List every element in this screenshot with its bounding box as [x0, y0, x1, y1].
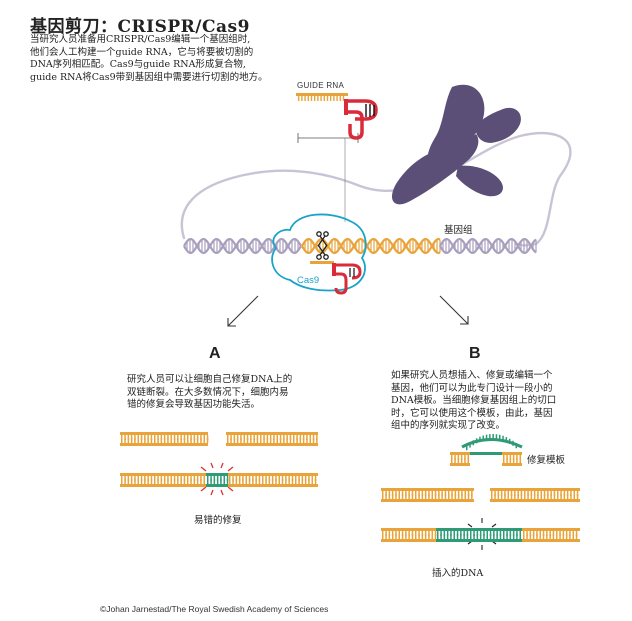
genome-dna-helix [183, 237, 537, 255]
panel-b-text-4: 时，它可以使用这个模板，由此，基因 [391, 407, 553, 419]
panel-a-text-2: 双链断裂。在大多数情况下，细胞内易 [127, 386, 289, 398]
chromosome-icon [391, 84, 521, 205]
broken-dna [381, 488, 580, 502]
credit-line: ©Johan Jarnestad/The Royal Swedish Acade… [100, 604, 329, 614]
scissors-icon [316, 231, 329, 247]
panel-b-text-2: 基因，他们可以为此专门设计一段小的 [391, 382, 553, 394]
panel-b-caption: 插入的DNA [432, 568, 484, 579]
repaired-dna [120, 473, 318, 487]
panel-b-letter: B [469, 345, 481, 362]
repair-template [450, 434, 523, 466]
intro-line-3: DNA序列相匹配。Cas9与guide RNA形成复合物, [30, 59, 246, 70]
arrow-to-panel-b [439, 295, 469, 325]
cas9-protein [271, 213, 367, 292]
page-title: 基因剪刀：CRISPR/Cas9 [30, 17, 250, 37]
intro-line-4: guide RNA将Cas9带到基因组中需要进行切割的地方。 [30, 71, 268, 83]
broken-dna [120, 432, 318, 446]
insertion-burst [467, 518, 497, 550]
panel-a-letter: A [209, 345, 221, 362]
guide-rna-label: GUIDE RNA [297, 81, 345, 90]
cas9-label: Cas9 [297, 275, 320, 286]
guide-rna [296, 93, 378, 140]
intro-line-2: 他们会人工构建一个guide RNA，它与将要被切割的 [30, 46, 254, 58]
genome-fiber [180, 131, 572, 246]
panel-a-text-1: 研究人员可以让细胞自己修复DNA上的 [127, 374, 293, 385]
panel-b-text-3: DNA模板。当细胞修复基因组上的切口 [391, 395, 557, 406]
inserted-dna [381, 528, 580, 542]
guide-rna-bound [310, 261, 362, 295]
repair-template-label: 修复模板 [527, 455, 566, 466]
panel-b-text-5: 组中的序列就实现了改变。 [391, 420, 506, 431]
panel-b-text-1: 如果研究人员想插入、修复或编辑一个 [391, 370, 553, 381]
scissors-icon [316, 244, 329, 260]
arrow-to-panel-a [227, 295, 259, 327]
repair-burst [200, 462, 234, 496]
panel-a-caption: 易错的修复 [194, 515, 242, 526]
genome-label: 基因组 [444, 225, 473, 236]
panel-a-text-3: 错的修复会导致基因功能失活。 [127, 399, 261, 410]
intro-line-1: 当研究人员准备用CRISPR/Cas9编辑一个基因组时, [30, 34, 251, 45]
